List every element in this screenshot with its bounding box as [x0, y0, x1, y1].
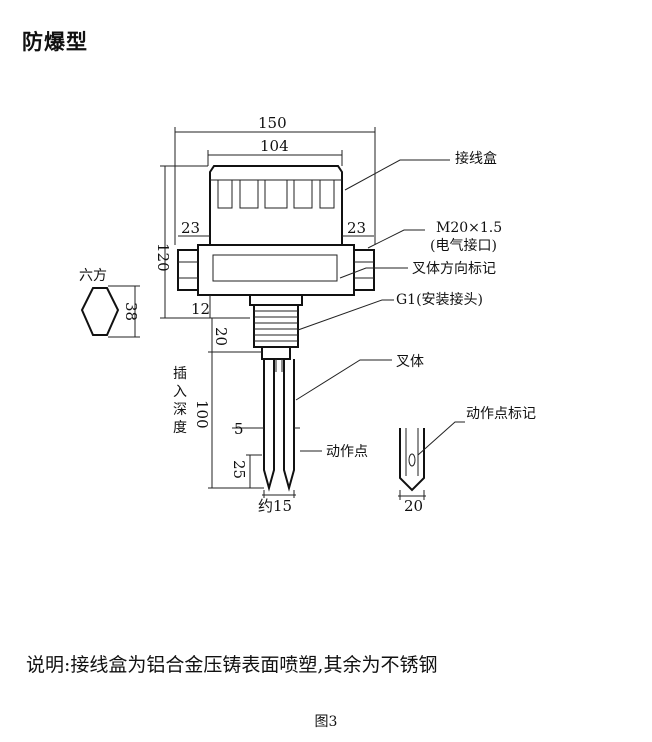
dim-5: 5	[234, 420, 244, 438]
insert-depth-char-3: 深	[173, 402, 187, 418]
electrical-port-label: (电气接口)	[430, 237, 497, 254]
fork-label: 叉体	[396, 354, 424, 370]
mounting-thread	[249, 294, 303, 360]
dim-150: 150	[258, 114, 287, 132]
dimension-lines	[160, 127, 376, 498]
figure-caption: 图3	[314, 714, 338, 730]
leader-lines	[295, 159, 465, 456]
housing-body	[177, 244, 375, 296]
dim-104: 104	[260, 137, 289, 155]
dim-120: 120	[154, 243, 172, 272]
insert-depth-char-2: 入	[173, 384, 187, 400]
action-point-detail	[398, 428, 426, 500]
insert-depth-char-4: 度	[173, 420, 187, 436]
description-note: 说明:接线盒为铝合金压铸表面喷塑,其余为不锈钢	[26, 654, 438, 676]
m20-label: M20×1.5	[436, 220, 502, 236]
dim-about-15: 约15	[258, 497, 292, 515]
insert-depth-char-1: 插	[173, 366, 187, 382]
dim-detail-20: 20	[404, 497, 423, 515]
junction-box	[209, 165, 343, 246]
dim-right-23: 23	[347, 219, 366, 237]
dim-100: 100	[193, 400, 211, 429]
fork-tines	[263, 359, 295, 492]
action-point-label: 动作点	[326, 444, 368, 460]
page-title: 防爆型	[22, 30, 88, 54]
dim-hex-38: 38	[122, 302, 140, 321]
dim-20: 20	[212, 327, 230, 346]
g1-label: G1(安装接头)	[396, 291, 483, 308]
fork-direction-label: 叉体方向标记	[412, 261, 496, 277]
hex-label: 六方	[79, 268, 107, 284]
action-point-mark-label: 动作点标记	[466, 406, 536, 422]
dim-left-23: 23	[181, 219, 200, 237]
dim-25: 25	[230, 460, 248, 479]
dim-12: 12	[191, 300, 210, 318]
hexagon-detail	[80, 285, 140, 338]
junction-box-label: 接线盒	[455, 150, 497, 167]
